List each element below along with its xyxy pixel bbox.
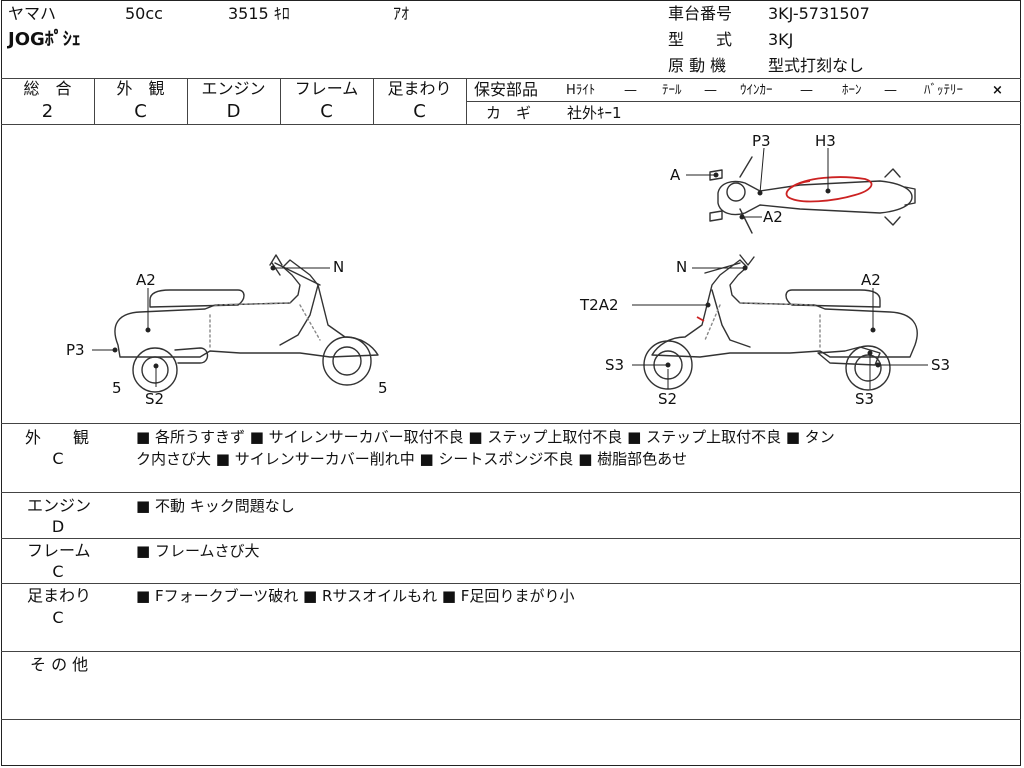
note-frame-grade: C — [52, 562, 64, 581]
note-suspension-line-1: ■ Fフォークブーツ破れ ■ Rサスオイルもれ ■ F足回りまがり小 — [136, 587, 575, 605]
note-engine-grade: D — [51, 517, 65, 536]
rating-exterior-label: 外 観 — [116, 79, 165, 98]
label-right-s3-bottom: S3 — [855, 390, 874, 408]
rating-overall-value: 2 — [41, 101, 54, 122]
scooter-top-view — [709, 156, 916, 234]
label-top-p3: P3 — [752, 132, 771, 150]
rating-frame-label: フレーム — [294, 79, 359, 98]
label-right-s3-front: S3 — [605, 356, 624, 374]
rating-suspension-value: C — [413, 101, 426, 122]
type-value: 3KJ — [768, 30, 794, 49]
label-right-n: N — [676, 258, 687, 276]
note-engine-category: エンジン — [27, 496, 92, 515]
note-engine-line-1: ■ 不動 キック問題なし — [136, 497, 295, 515]
displacement: 50cc — [125, 4, 163, 23]
label-top-a2: A2 — [763, 208, 783, 226]
label-left-a2: A2 — [136, 271, 156, 289]
label-right-t2a2: T2A2 — [579, 296, 619, 314]
key-value: 社外ｷｰ1 — [567, 104, 622, 122]
model-name: JOGﾎﾟｼｪ — [8, 29, 81, 50]
safety-tail-mark: — — [704, 83, 717, 98]
note-frame-category: フレーム — [27, 541, 91, 560]
label-right-a2: A2 — [861, 271, 881, 289]
safety-battery-name: ﾊﾞｯﾃﾘｰ — [924, 83, 963, 98]
engine-label: 原 動 機 — [668, 56, 727, 75]
label-left-5b: 5 — [378, 379, 388, 397]
safety-battery-mark: × — [992, 83, 1003, 98]
note-suspension-grade: C — [52, 608, 64, 627]
label-right-s3-rear: S3 — [931, 356, 950, 374]
safety-winker-mark: — — [800, 83, 813, 98]
safety-headlight-name: Hﾗｲﾄ — [566, 83, 596, 98]
label-left-5a: 5 — [112, 379, 122, 397]
label-left-s2: S2 — [145, 390, 164, 408]
color-name: ｱｵ — [393, 4, 410, 23]
frame-no: 3KJ-5731507 — [768, 4, 870, 23]
note-exterior-grade: C — [52, 449, 64, 468]
rating-engine-label: エンジン — [201, 79, 266, 98]
label-right-s2: S2 — [658, 390, 677, 408]
rating-frame-value: C — [320, 101, 333, 122]
label-left-p3: P3 — [66, 341, 85, 359]
note-exterior-line-2: ク内さび大 ■ サイレンサーカバー削れ中 ■ シートスポンジ不良 ■ 樹脂部色あ… — [136, 450, 688, 468]
safety-horn-mark: — — [884, 83, 897, 98]
frame-no-label: 車台番号 — [668, 4, 733, 23]
label-top-h3: H3 — [815, 132, 836, 150]
rating-exterior-value: C — [134, 101, 147, 122]
rating-suspension-label: 足まわり — [387, 79, 452, 98]
safety-horn-name: ﾎｰﾝ — [842, 83, 862, 98]
safety-headlight-mark: — — [624, 83, 637, 98]
rating-overall-label: 総 合 — [23, 79, 72, 98]
rating-engine-value: D — [226, 101, 241, 122]
note-suspension-category: 足まわり — [27, 586, 92, 605]
scooter-right-view — [643, 254, 918, 391]
safety-tail-name: ﾃｰﾙ — [662, 83, 682, 98]
note-exterior-category: 外 観 — [25, 428, 90, 447]
label-left-n: N — [333, 258, 344, 276]
key-label: カ ギ — [486, 104, 532, 122]
note-exterior-line-1: ■ 各所うすきず ■ サイレンサーカバー取付不良 ■ ステップ上取付不良 ■ ス… — [136, 428, 835, 446]
label-top-a: A — [670, 166, 681, 184]
note-frame-line-1: ■ フレームさび大 — [136, 542, 260, 560]
note-other-category: そ の 他 — [30, 655, 89, 674]
safety-label: 保安部品 — [474, 80, 539, 99]
engine-value: 型式打刻なし — [768, 56, 865, 75]
maker: ヤマハ — [8, 4, 57, 23]
safety-winker-name: ｳｲﾝｶｰ — [740, 83, 773, 98]
type-label: 型 式 — [668, 30, 733, 49]
damage-diagram: P3 H3 A A2 A2 N P3 5 S2 5 N A2 T2A2 S3 S… — [66, 132, 950, 408]
damage-marker-red — [785, 176, 873, 203]
scooter-left-view — [114, 254, 379, 393]
mileage: 3515 ｷﾛ — [228, 4, 290, 23]
